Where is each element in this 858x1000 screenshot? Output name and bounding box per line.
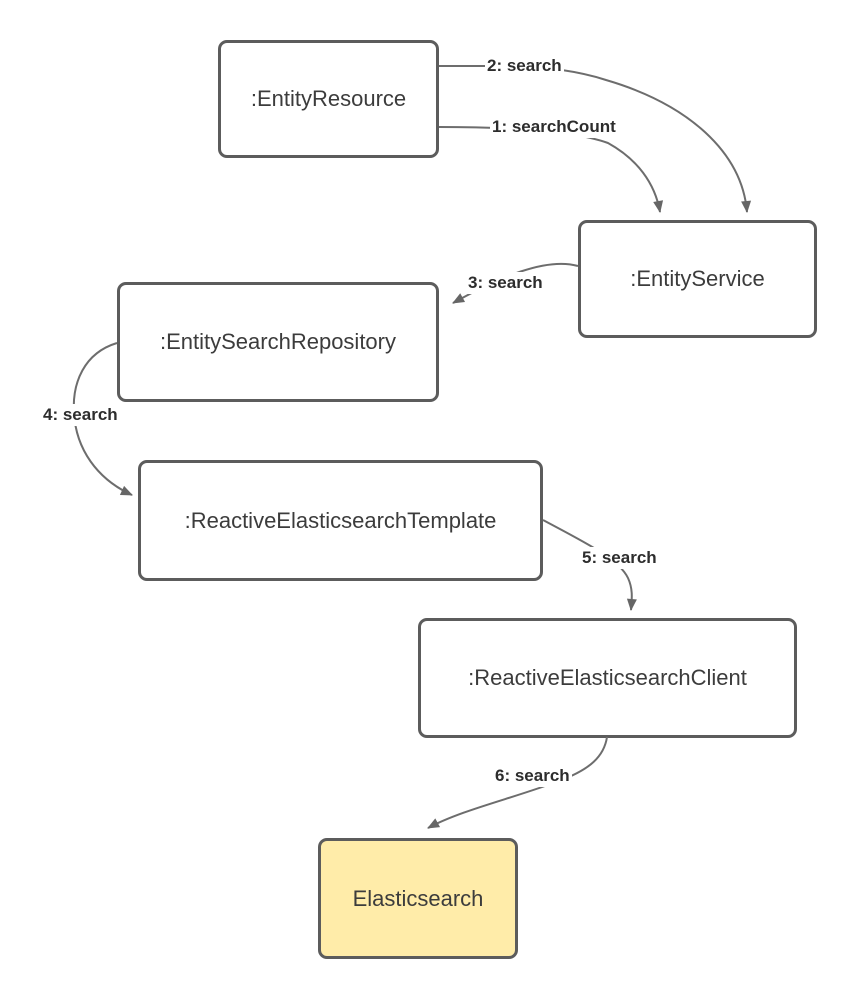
arrow-1-searchcount	[438, 126, 664, 213]
edge-label-5-search: 5: search	[580, 547, 659, 569]
node-label: :EntityResource	[250, 86, 407, 111]
edge-label-3-search: 3: search	[466, 272, 545, 294]
node-reactive-elasticsearch-client: :ReactiveElasticsearchClient	[418, 618, 797, 738]
edge-label-1-searchcount: 1: searchCount	[490, 116, 618, 138]
node-reactive-elasticsearch-template: :ReactiveElasticsearchTemplate	[138, 460, 543, 581]
edge-label-4-search: 4: search	[41, 404, 120, 426]
node-entity-service: :EntityService	[578, 220, 817, 338]
node-entity-resource: :EntityResource	[218, 40, 439, 158]
node-elasticsearch: Elasticsearch	[318, 838, 518, 959]
node-label: :EntityService	[630, 266, 765, 291]
arrow-2-search	[439, 65, 752, 213]
node-label: Elasticsearch	[352, 885, 484, 911]
node-entity-search-repository: :EntitySearchRepository	[117, 282, 439, 402]
edge-label-2-search: 2: search	[485, 55, 564, 77]
node-label: :EntitySearchRepository	[160, 329, 396, 354]
node-label: :ReactiveElasticsearchTemplate	[184, 507, 497, 533]
node-label: :ReactiveElasticsearchClient	[468, 665, 747, 690]
edge-label-6-search: 6: search	[493, 765, 572, 787]
